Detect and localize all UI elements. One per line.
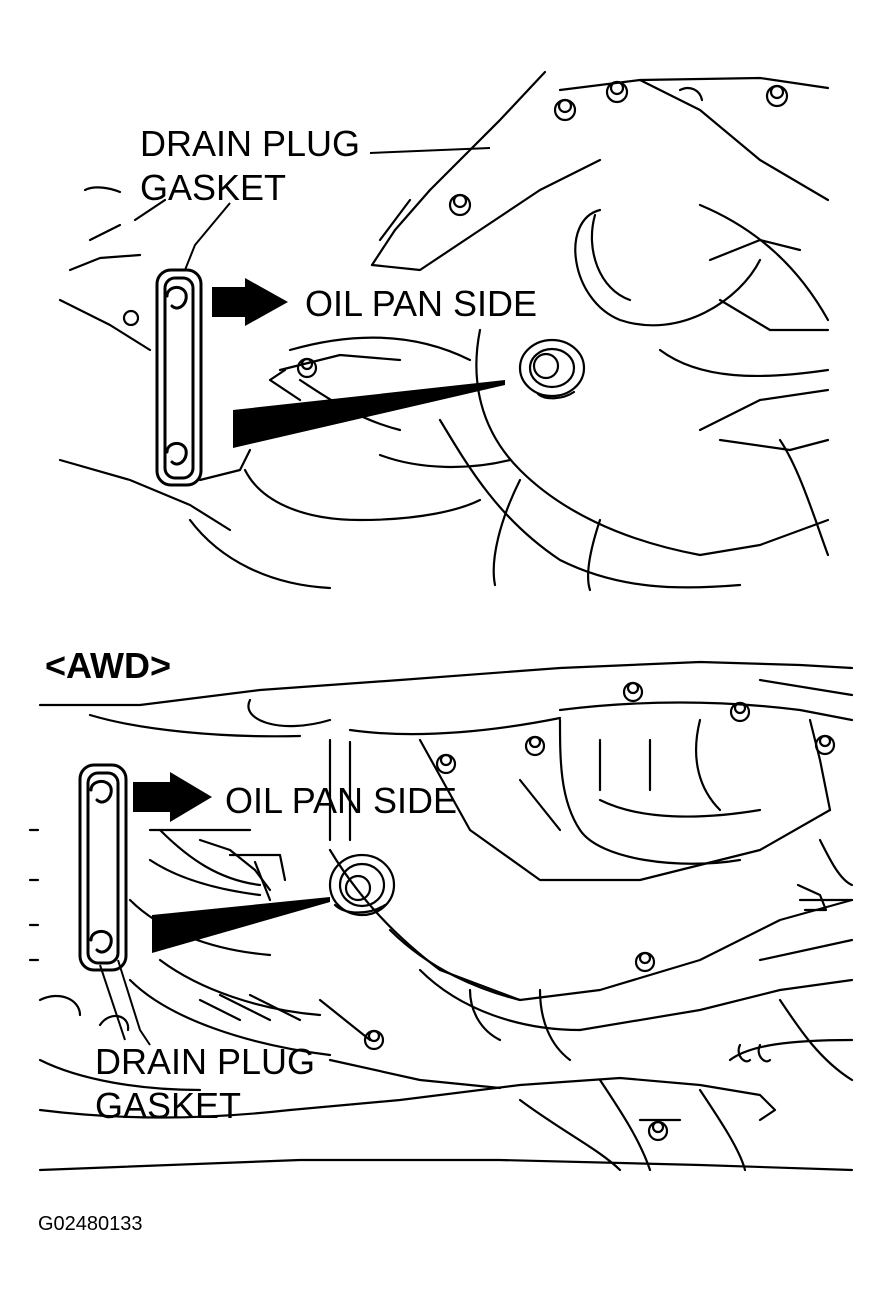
- top-drain-plug: [518, 338, 586, 400]
- top-callout-label-line1: DRAIN PLUG: [140, 123, 360, 164]
- bottom-gasket-leader-line-2: [99, 964, 126, 1041]
- bottom-pan-bolts: [363, 681, 836, 1142]
- bottom-drain-plug-gasket: [78, 763, 128, 972]
- bottom-callout-label-line1: DRAIN PLUG: [95, 1041, 315, 1082]
- top-gasket-leader-line: [184, 202, 231, 271]
- top-callout-label-line2: GASKET: [140, 167, 286, 208]
- bottom-gasket-leader-line: [117, 959, 151, 1046]
- bottom-magnify-pointer: [152, 897, 330, 953]
- top-pan-bolts: [122, 80, 789, 379]
- bottom-oil-pan-side-arrow: [133, 772, 212, 822]
- bottom-oil-pan-drawing: [28, 660, 854, 1172]
- top-drain-plug-gasket: [155, 268, 203, 487]
- bottom-callout-label-line2: GASKET: [95, 1085, 241, 1126]
- top-direction-label: OIL PAN SIDE: [305, 283, 537, 324]
- top-magnify-pointer: [233, 380, 505, 448]
- bottom-direction-label: OIL PAN SIDE: [225, 780, 457, 821]
- top-panel: [58, 70, 830, 592]
- figure-code: G02480133: [38, 1213, 143, 1235]
- top-oil-pan-drawing: [58, 70, 830, 592]
- bottom-drain-plug: [328, 853, 396, 917]
- top-callout-leader-line: [369, 147, 491, 154]
- bottom-panel: [28, 660, 854, 1172]
- awd-heading: <AWD>: [45, 645, 171, 686]
- top-oil-pan-side-arrow: [212, 278, 288, 326]
